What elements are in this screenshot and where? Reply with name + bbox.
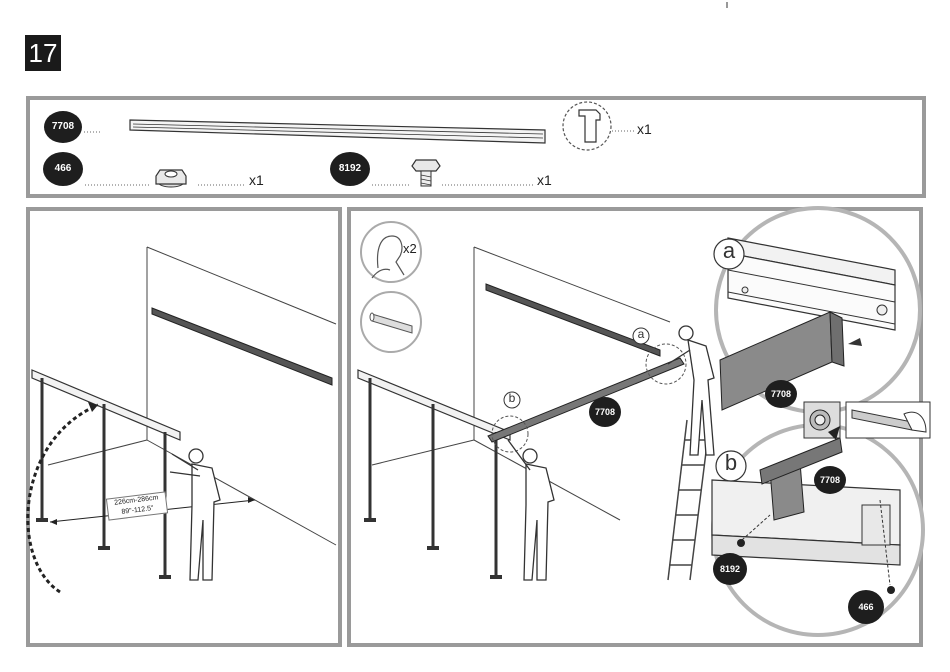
- right-scene: [358, 208, 930, 635]
- person-on-ground: [508, 440, 554, 580]
- detail-a-label: a: [719, 238, 739, 264]
- beam-7708-badge: 7708: [589, 397, 621, 427]
- detail-b-nut-badge: 466: [848, 590, 884, 624]
- nut-466-icon: [156, 170, 186, 187]
- bolt-8192-icon: [412, 160, 440, 186]
- person-on-ladder: [668, 326, 714, 455]
- detail-b-part-badge: 7708: [814, 466, 846, 494]
- callout-a-label: a: [636, 327, 646, 341]
- detail-a-part-badge: 7708: [765, 380, 797, 408]
- detail-b-bolt-badge: 8192: [713, 553, 747, 585]
- left-scene: [28, 247, 336, 592]
- person-figure: [170, 449, 220, 580]
- callout-b-label: b: [507, 391, 517, 405]
- profile-detail-icon: [563, 102, 611, 150]
- beam-7708-icon: [130, 120, 545, 143]
- people-count: x2: [403, 241, 417, 256]
- ladder: [668, 420, 710, 580]
- detail-b-label: b: [721, 450, 741, 476]
